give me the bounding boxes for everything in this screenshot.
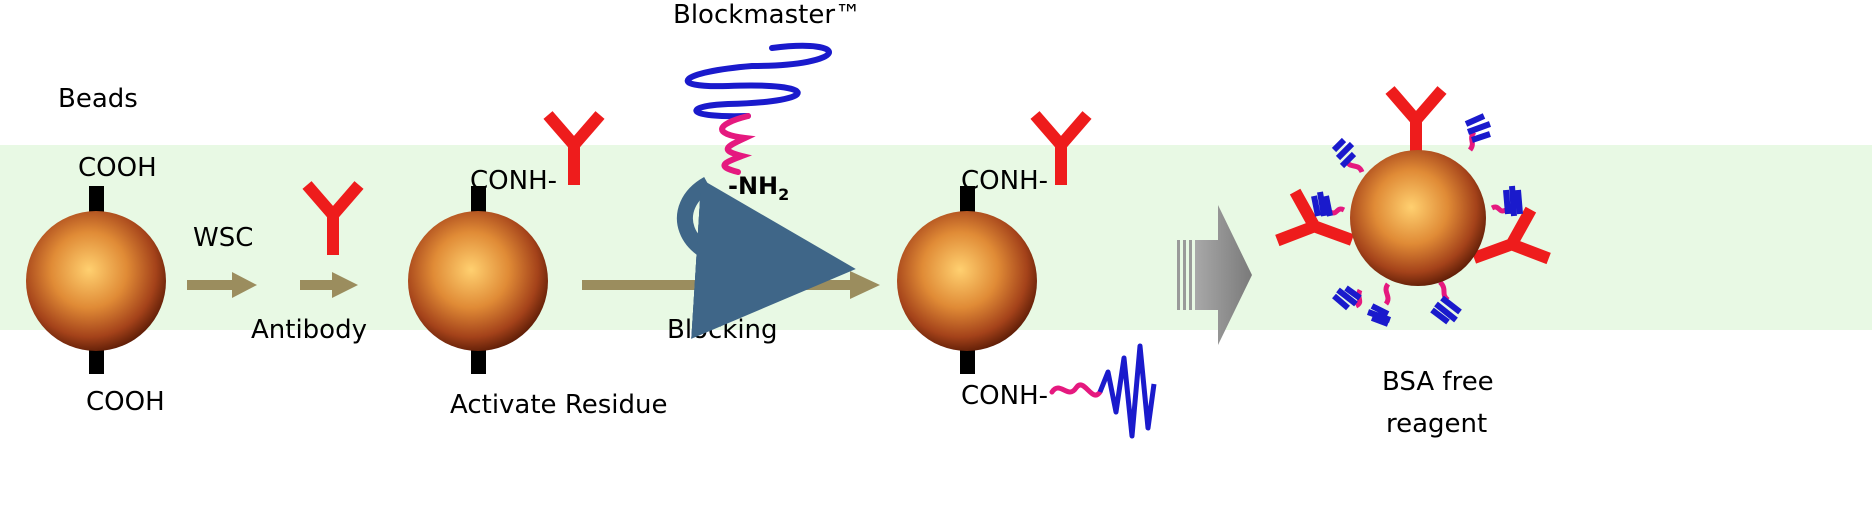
bsa-free-label-line2: reagent — [1386, 409, 1487, 439]
conh-label-2: CONH- — [961, 166, 1048, 196]
final-reagent-bead — [1277, 90, 1548, 327]
blocking-label: Blocking — [667, 315, 778, 345]
blockmaster-linker — [719, 113, 756, 175]
activate-residue-label: Activate Residue — [450, 390, 667, 420]
bead-2 — [408, 211, 548, 351]
antibody-arrow — [300, 272, 358, 298]
bead-1 — [26, 211, 166, 351]
bead-4 — [1350, 150, 1486, 286]
bead-stage-2 — [408, 186, 548, 374]
linker-bottom-2 — [471, 344, 486, 374]
bound-blocker-protein — [1097, 343, 1157, 439]
linker-bottom-3 — [960, 344, 975, 374]
conh-label-1: CONH- — [470, 166, 557, 196]
carboxyl-linker-top — [89, 186, 104, 216]
linker-top-3 — [960, 186, 975, 216]
blockmaster-protein — [684, 42, 833, 120]
bead-stage-1 — [26, 186, 166, 374]
curved-arrow — [676, 176, 856, 339]
blockmaster-label: Blockmaster™ — [673, 0, 861, 30]
cooh-bottom-label: COOH — [86, 387, 165, 417]
bead-stage-3 — [897, 186, 1037, 374]
beads-label: Beads — [58, 84, 138, 114]
result-arrow — [1177, 205, 1252, 345]
conh-label-3: CONH- — [961, 381, 1048, 411]
linker-top-2 — [471, 186, 486, 216]
carboxyl-linker-bottom — [89, 344, 104, 374]
cooh-top-label: COOH — [78, 153, 157, 183]
wsc-label: WSC — [193, 223, 253, 253]
bsa-free-label-line1: BSA free — [1382, 367, 1494, 397]
bound-blocker-linker — [1049, 382, 1103, 398]
wsc-arrow — [187, 272, 257, 298]
antibody-label: Antibody — [251, 315, 367, 345]
bead-3 — [897, 211, 1037, 351]
final-blockers — [1311, 113, 1523, 327]
